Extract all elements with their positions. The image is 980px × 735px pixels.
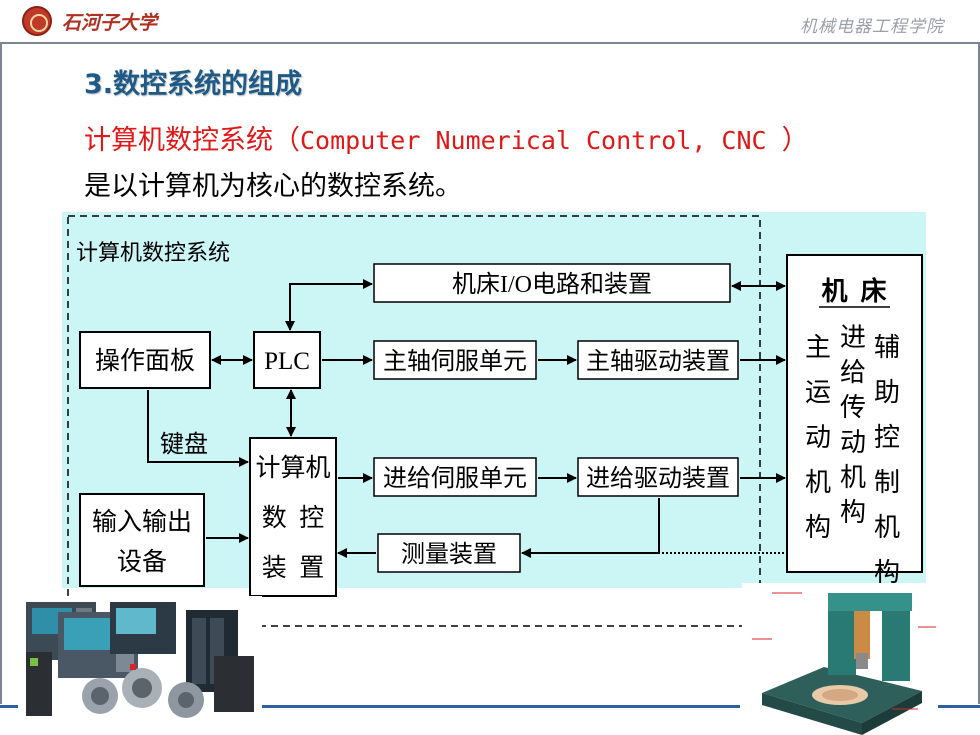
spindle-servo-label: 主轴伺服单元 bbox=[383, 348, 527, 375]
operation-panel-label: 操作面板 bbox=[95, 347, 195, 375]
machine-column-2: 进给传动机构 bbox=[840, 323, 866, 527]
io-device-label-line-2: 设备 bbox=[117, 548, 167, 576]
cnc-device-box bbox=[249, 437, 337, 597]
footer-line-middle bbox=[262, 705, 740, 708]
feed-servo-box bbox=[373, 457, 537, 497]
machine-column-1: 主运动机构 bbox=[805, 333, 831, 542]
frame-right-border bbox=[978, 44, 980, 704]
plc-label: PLC bbox=[264, 348, 310, 375]
footer-line-left bbox=[0, 705, 18, 708]
definition-term-zh: 计算机数控系统（ bbox=[84, 125, 300, 156]
cnc-device-label-line-3: 装 置 bbox=[262, 554, 325, 582]
university-name: 石河子大学 bbox=[62, 12, 158, 34]
machine-tool-photo bbox=[742, 583, 938, 735]
plc-box bbox=[253, 331, 321, 389]
io-circuit-label: 机床I/O电路和装置 bbox=[452, 271, 652, 298]
keyboard-label: 键盘 bbox=[160, 431, 208, 458]
machine-column-3: 辅助控制机构 bbox=[874, 333, 900, 587]
header-divider bbox=[0, 42, 980, 44]
measuring-device-box bbox=[377, 533, 521, 573]
cnc-region-dashed-border bbox=[67, 215, 761, 627]
arrow-plc-to-io bbox=[285, 279, 373, 331]
slide-header: 石河子大学 机械电器工程学院 bbox=[0, 0, 980, 46]
definition-term-close: ） bbox=[781, 125, 809, 156]
measuring-device-label: 测量装置 bbox=[401, 541, 497, 568]
spindle-drive-label: 主轴驱动装置 bbox=[586, 348, 730, 375]
io-device-box bbox=[79, 493, 205, 587]
section-title: 3.数控系统的组成 bbox=[84, 69, 303, 100]
feed-drive-box bbox=[577, 457, 739, 497]
college-name: 机械电器工程学院 bbox=[800, 17, 944, 37]
cnc-device-label-line-1: 计算机 bbox=[255, 454, 330, 482]
university-seal-icon bbox=[22, 6, 52, 36]
footer-line-right bbox=[938, 705, 980, 708]
io-device-label-line-1: 输入输出 bbox=[92, 508, 192, 536]
arrow-keyboard-to-cnc bbox=[147, 390, 249, 467]
definition-line-2: 是以计算机为核心的数控系统。 bbox=[84, 171, 462, 202]
cnc-controller-photo bbox=[18, 596, 262, 720]
frame-left-border bbox=[0, 44, 2, 704]
spindle-drive-box bbox=[577, 340, 739, 380]
feed-servo-label: 进给伺服单元 bbox=[383, 465, 527, 492]
machine-tool-title: 机 床 bbox=[821, 276, 886, 306]
operation-panel-box bbox=[79, 331, 211, 389]
machine-tool-box bbox=[786, 254, 923, 573]
cnc-device-label-line-2: 数 控 bbox=[262, 504, 325, 532]
io-circuit-box bbox=[373, 263, 731, 303]
feed-drive-label: 进给驱动装置 bbox=[586, 465, 730, 492]
cnc-region-label: 计算机数控系统 bbox=[76, 240, 230, 265]
spindle-servo-box bbox=[373, 340, 537, 380]
definition-term-en: Computer Numerical Control, CNC bbox=[300, 126, 782, 155]
arrow-feed-drive-to-measure bbox=[521, 498, 660, 558]
definition-line-1: 计算机数控系统（Computer Numerical Control, CNC … bbox=[84, 118, 809, 157]
